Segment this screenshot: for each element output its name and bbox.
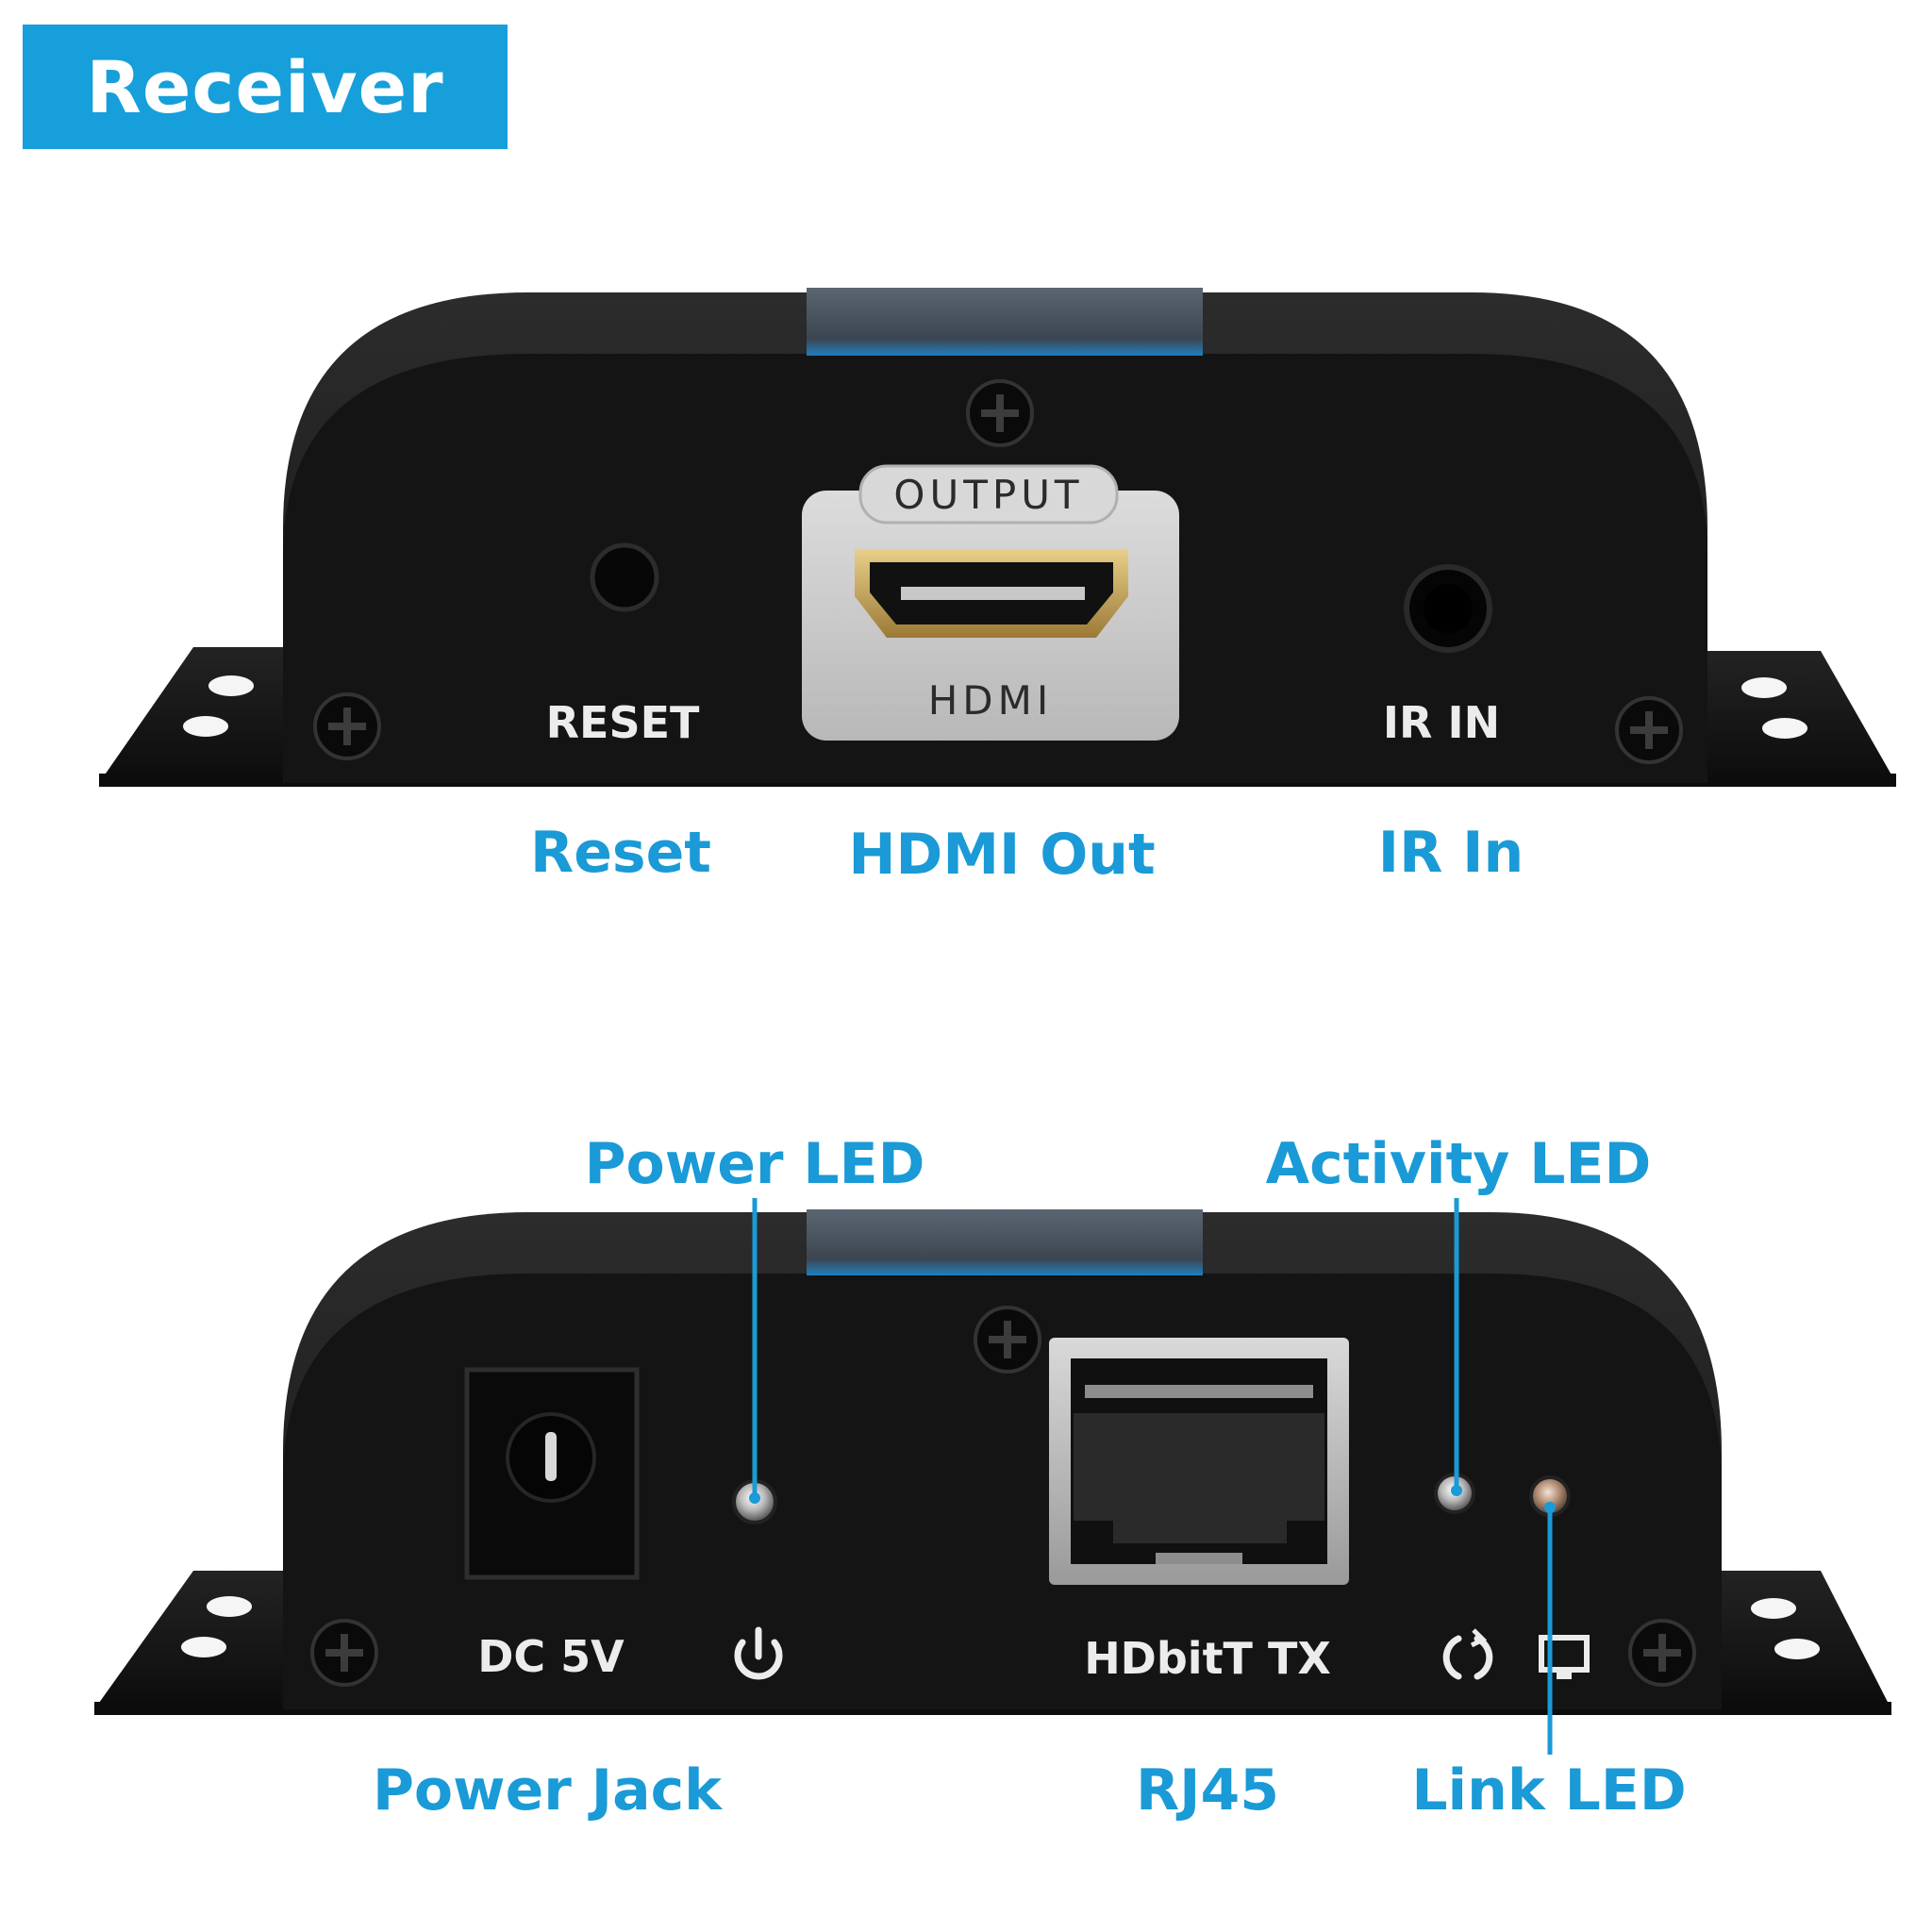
hdmi-out-callout: HDMI Out xyxy=(848,822,1155,888)
power-jack[interactable] xyxy=(464,1367,640,1580)
top-panel: OUTPUT HDMI RESET IR IN xyxy=(99,288,1896,787)
right-screw xyxy=(1615,696,1683,764)
hdmi-port-plate: OUTPUT HDMI xyxy=(802,464,1179,741)
rj45-port[interactable] xyxy=(1049,1338,1349,1585)
badge-title: Receiver xyxy=(86,44,444,129)
link-led-callout: Link LED xyxy=(1411,1757,1686,1824)
top-label-sticker xyxy=(807,288,1203,356)
left-screw xyxy=(313,692,381,760)
hdbitt-tx-print: HDbitT TX xyxy=(1084,1633,1331,1684)
bottom-right-screw xyxy=(1628,1619,1696,1687)
top-left-flange xyxy=(99,647,283,783)
bottom-left-screw xyxy=(310,1619,378,1687)
rj45-callout: RJ45 xyxy=(1136,1757,1279,1824)
top-right-flange xyxy=(1707,651,1896,783)
output-print: OUTPUT xyxy=(893,472,1083,518)
bottom-label-sticker xyxy=(807,1209,1203,1275)
ir-in-callout: IR In xyxy=(1378,820,1524,886)
ir-in-print: IR IN xyxy=(1383,697,1500,748)
link-icon xyxy=(1539,1635,1590,1679)
bottom-panel: DC 5V HDbitT TX xyxy=(94,1209,1891,1715)
activity-led-callout: Activity LED xyxy=(1266,1131,1652,1197)
receiver-badge: Receiver xyxy=(23,25,508,149)
dc-5v-print: DC 5V xyxy=(477,1631,625,1682)
top-screw xyxy=(966,379,1034,447)
activity-icon xyxy=(1442,1628,1493,1680)
power-jack-callout: Power Jack xyxy=(373,1757,724,1824)
reset-button[interactable] xyxy=(590,542,659,612)
bottom-top-screw xyxy=(974,1306,1041,1374)
bottom-front-face xyxy=(283,1274,1722,1709)
hdmi-print: HDMI xyxy=(928,677,1054,724)
ir-in-jack[interactable] xyxy=(1404,564,1492,653)
power-icon xyxy=(734,1626,783,1680)
power-led-callout: Power LED xyxy=(585,1131,925,1197)
reset-callout: Reset xyxy=(530,820,711,886)
reset-print: RESET xyxy=(546,697,700,748)
